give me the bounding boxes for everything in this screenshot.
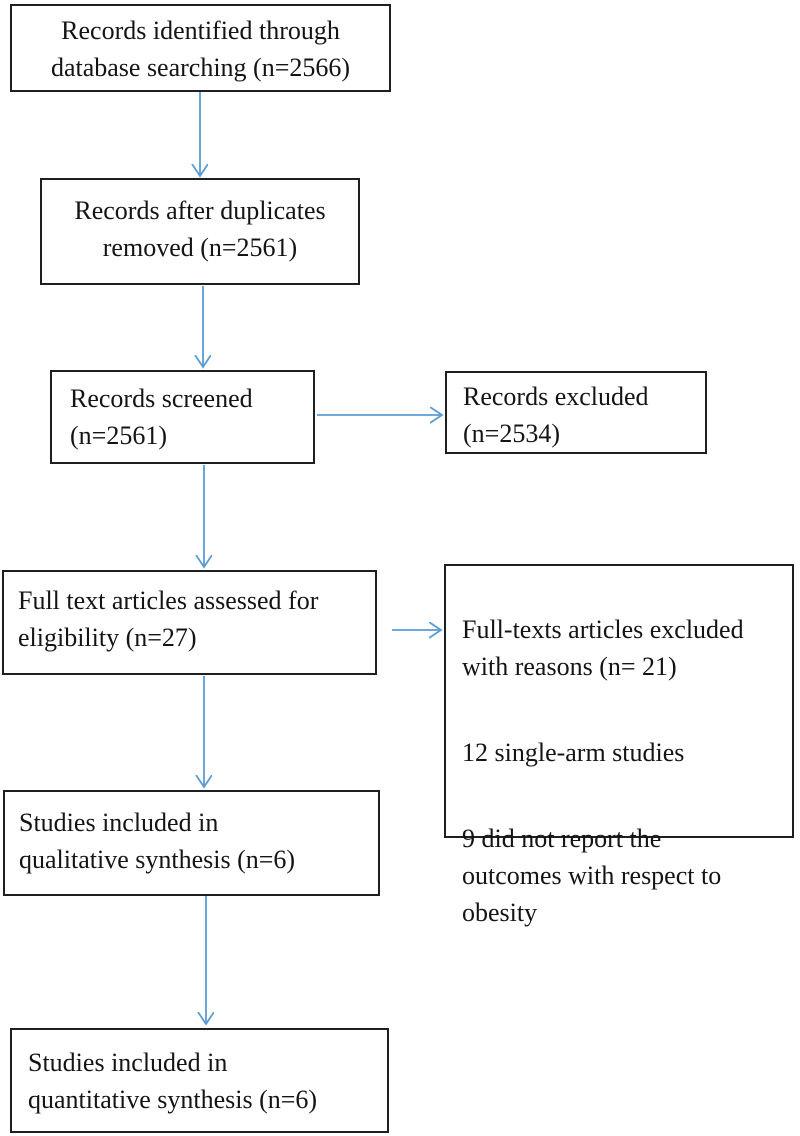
box-records-excluded: Records excluded (n=2534)	[445, 371, 707, 454]
box-records-screened: Records screened (n=2561)	[50, 370, 315, 464]
box-records-identified: Records identified through database sear…	[10, 4, 391, 92]
box-records-after-duplicates: Records after duplicates removed (n=2561…	[40, 178, 360, 285]
box-qualitative-synthesis: Studies included in qualitative synthesi…	[3, 790, 380, 896]
excluded-reason-single-arm: 12 single-arm studies	[462, 738, 685, 767]
box-quantitative-synthesis: Studies included in quantitative synthes…	[10, 1028, 389, 1133]
excluded-reasons-heading: Full-texts articles excluded with reason…	[462, 615, 744, 681]
box-fulltext-assessed: Full text articles assessed for eligibil…	[2, 570, 377, 675]
box-fulltext-excluded-reasons: Full-texts articles excluded with reason…	[444, 564, 794, 927]
excluded-reason-no-obesity-outcomes: 9 did not report the outcomes with respe…	[462, 824, 722, 927]
